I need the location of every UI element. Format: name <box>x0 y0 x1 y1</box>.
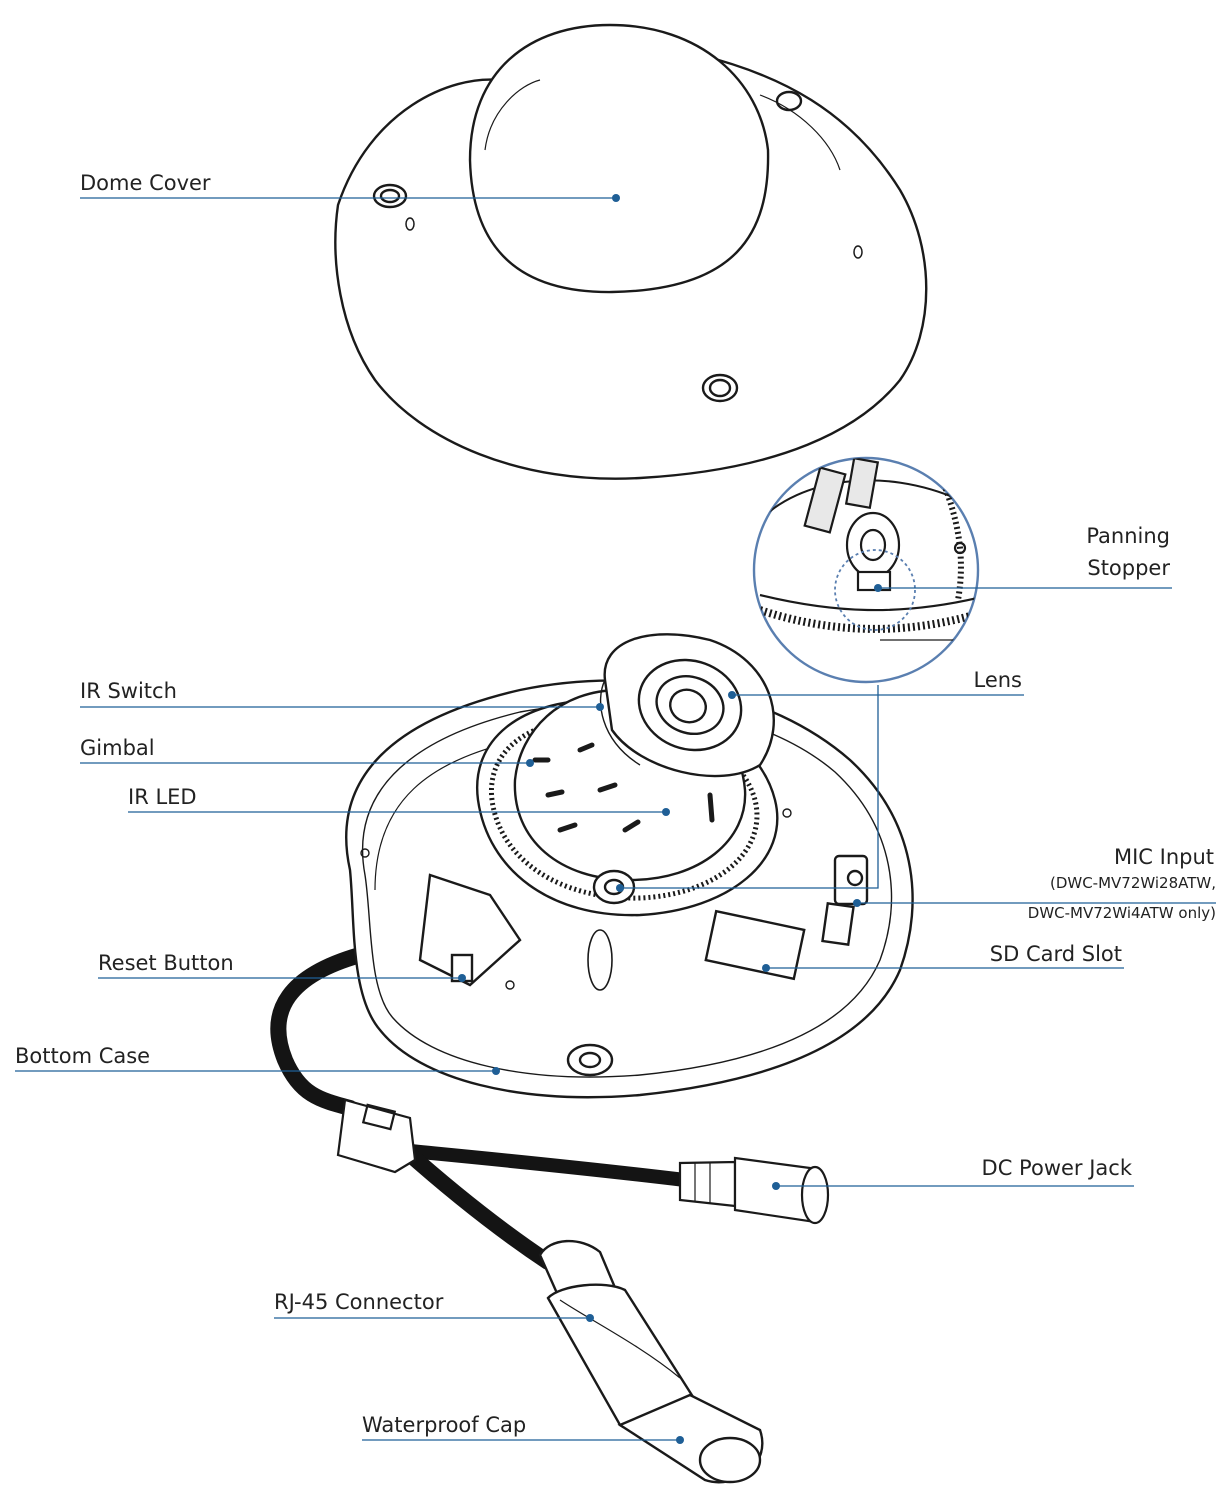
rj45-waterproof-cap-illustration <box>538 1239 764 1484</box>
label-sd-card-slot: SD Card Slot <box>989 942 1122 966</box>
cable-illustration <box>270 947 692 1270</box>
label-rj45-connector: RJ-45 Connector <box>274 1290 444 1314</box>
label-panning-stopper-line1: Panning <box>1086 524 1170 548</box>
leader-inset-connector <box>620 685 879 889</box>
dot-ir-led <box>662 808 670 816</box>
dot-waterproof-cap <box>676 1436 684 1444</box>
dot-mic-input <box>853 899 861 907</box>
dot-mic-input-connector <box>616 884 624 892</box>
label-dc-power-jack: DC Power Jack <box>981 1156 1132 1180</box>
dot-dome-cover <box>612 194 620 202</box>
label-dome-cover: Dome Cover <box>80 171 211 195</box>
label-lens: Lens <box>973 668 1022 692</box>
leader-lines <box>15 197 1216 1441</box>
dot-bottom-case <box>492 1067 500 1075</box>
cable-splitter-illustration <box>336 1098 417 1174</box>
label-ir-led: IR LED <box>128 785 197 809</box>
dot-panning-stopper <box>874 584 882 592</box>
dot-sd-card-slot <box>762 964 770 972</box>
label-waterproof-cap: Waterproof Cap <box>362 1413 527 1437</box>
label-mic-input: MIC Input <box>1113 845 1214 869</box>
leader-dots <box>458 194 882 1444</box>
dot-ir-switch <box>596 703 604 711</box>
label-mic-input-note2: DWC-MV72Wi4ATW only) <box>1027 904 1216 922</box>
label-panning-stopper-line2: Stopper <box>1087 556 1170 580</box>
dot-reset-button <box>458 974 466 982</box>
dot-gimbal <box>526 759 534 767</box>
dc-power-jack-illustration <box>678 1156 830 1225</box>
gimbal-lens-illustration <box>475 633 779 917</box>
label-reset-button: Reset Button <box>98 951 234 975</box>
label-bottom-case: Bottom Case <box>15 1044 151 1068</box>
label-gimbal: Gimbal <box>80 736 155 760</box>
label-ir-switch: IR Switch <box>80 679 177 703</box>
label-mic-input-note1: (DWC-MV72Wi28ATW, <box>1049 874 1216 892</box>
dot-dc-power-jack <box>772 1182 780 1190</box>
dot-rj45-connector <box>586 1314 594 1322</box>
dome-cover-illustration <box>334 23 928 480</box>
panning-stopper-inset <box>752 456 980 684</box>
dot-lens <box>728 691 736 699</box>
